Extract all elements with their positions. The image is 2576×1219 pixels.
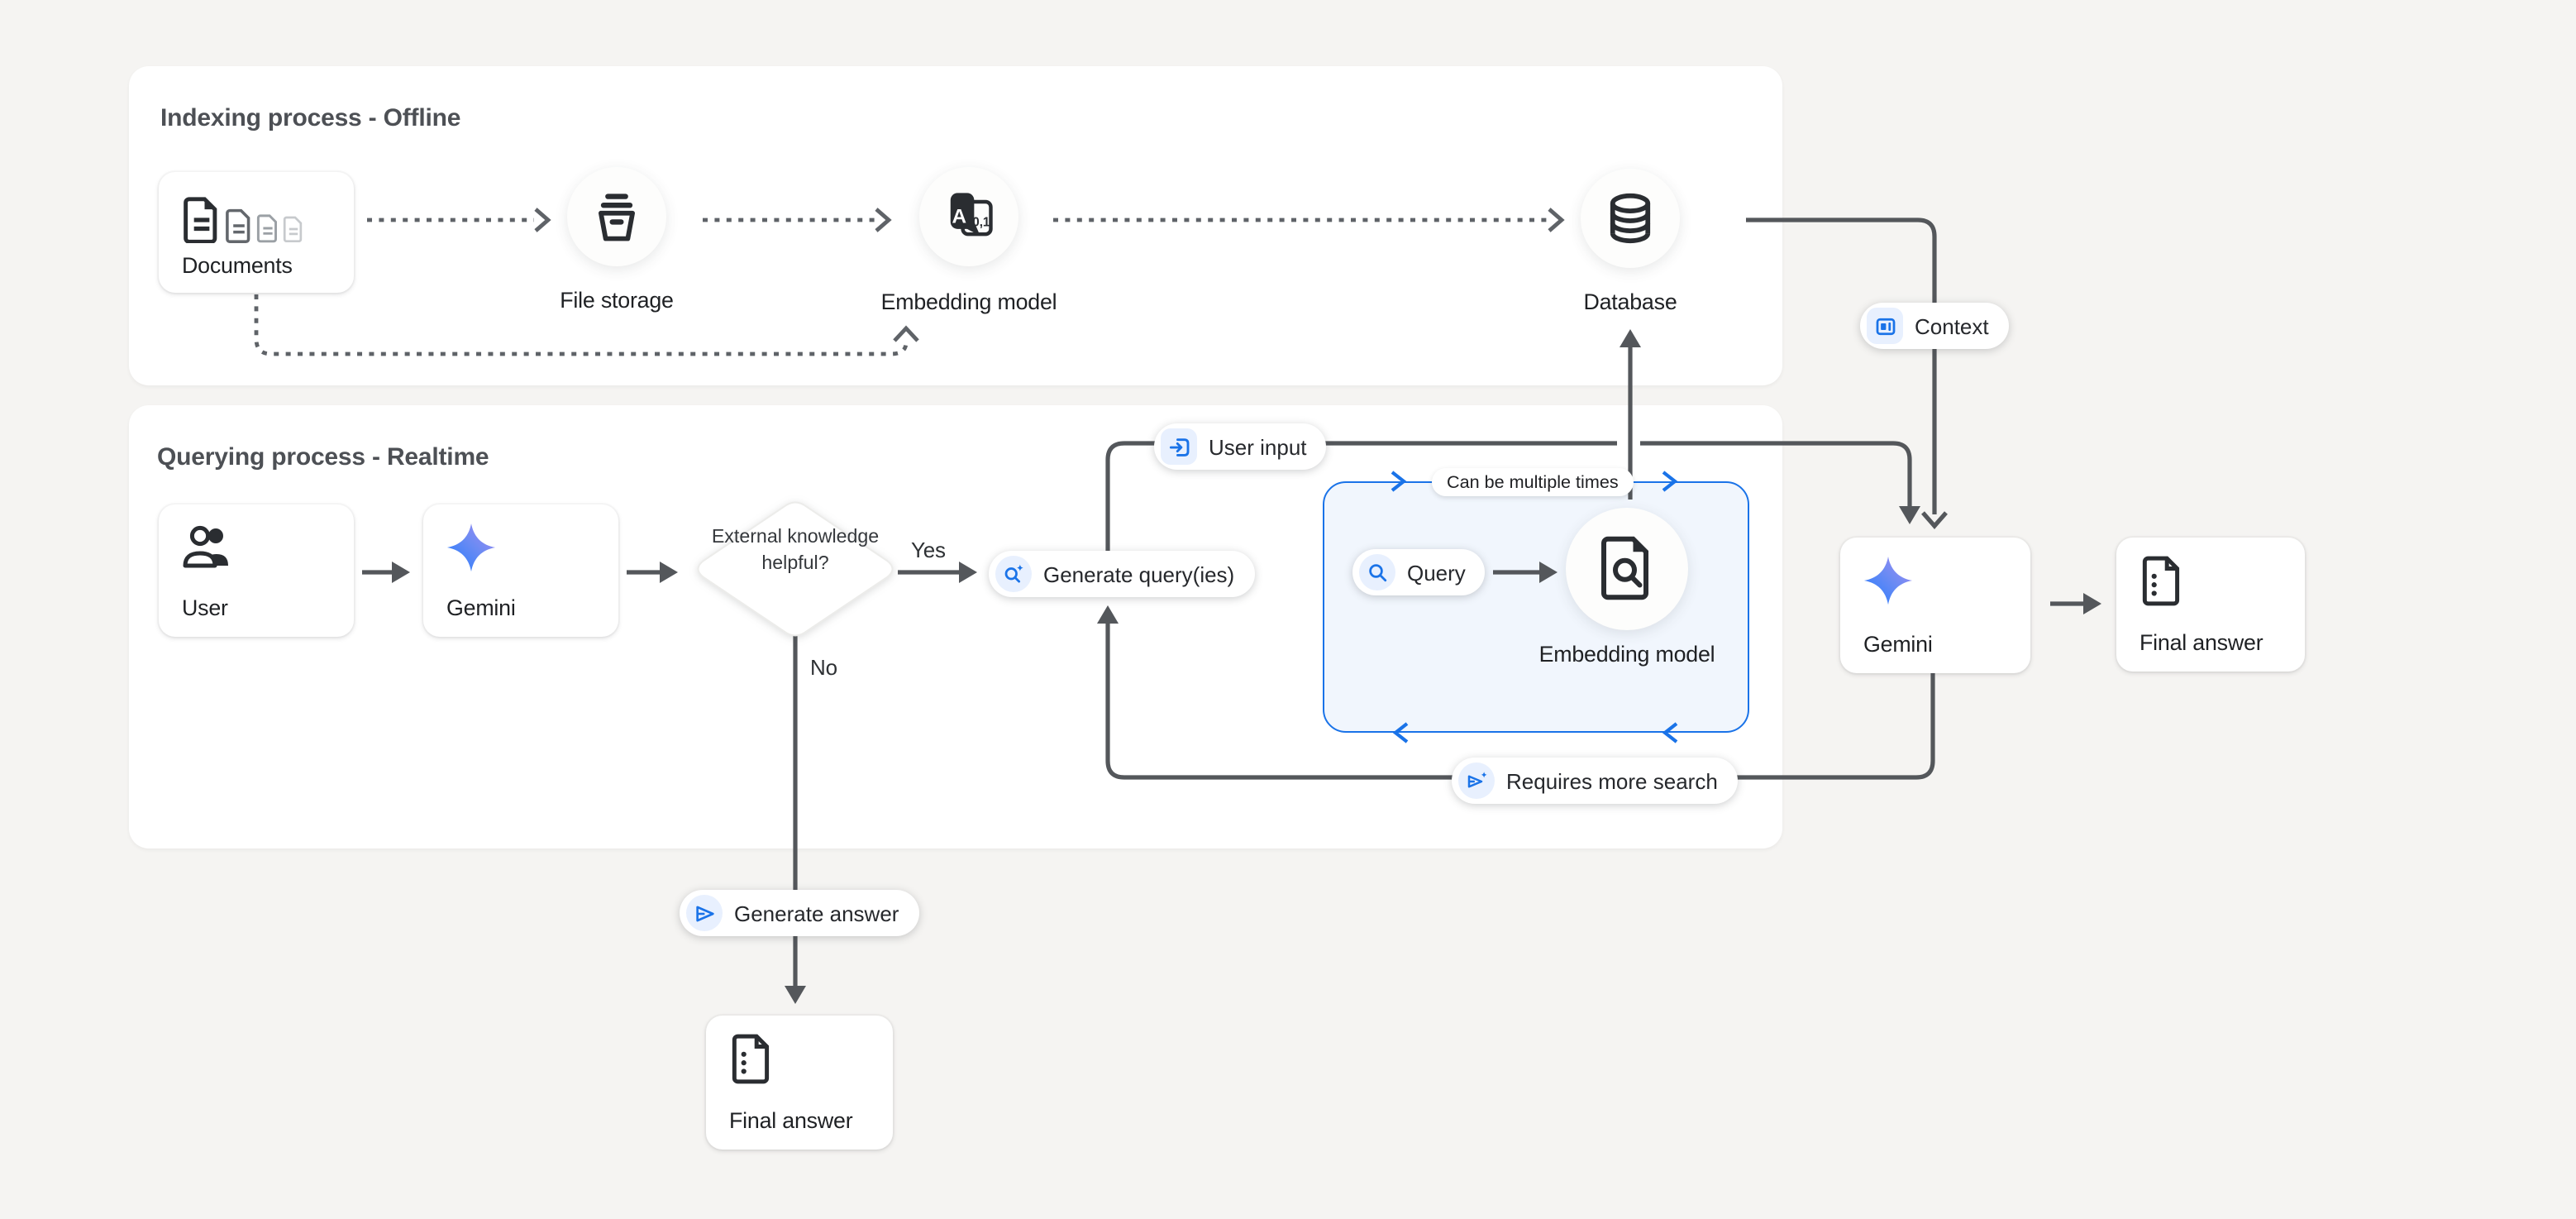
- final-answer-bottom-node: Final answer: [706, 1016, 893, 1150]
- edge-documents-loop-to-embedding: [254, 294, 909, 356]
- arrowhead: [875, 208, 892, 232]
- gemini-answer-label: Gemini: [1863, 632, 1933, 657]
- requires-more-search-badge: Requires more search: [1452, 758, 1738, 804]
- document-icon: [226, 208, 250, 243]
- arrowhead: [1539, 562, 1558, 583]
- embedding-model-icon: 0,1 A: [950, 193, 993, 237]
- user-icon: [183, 525, 228, 568]
- no-label: No: [810, 655, 837, 680]
- database-label: Database: [1583, 289, 1677, 314]
- query-label: Query: [1407, 560, 1466, 585]
- arrowhead: [392, 562, 410, 583]
- query-search-icon: [1359, 554, 1395, 590]
- query-badge: Query: [1352, 549, 1486, 595]
- gemini-star-icon: [446, 523, 496, 572]
- arrowhead: [1921, 511, 1948, 529]
- user-label: User: [182, 595, 228, 620]
- embedding-model-realtime-node: [1566, 508, 1688, 630]
- loop-arrow-left-icon: [1662, 722, 1678, 743]
- arrowhead: [893, 325, 919, 342]
- indexing-panel-title: Indexing process - Offline: [160, 104, 461, 132]
- yes-label: Yes: [911, 538, 946, 562]
- file-storage-label: File storage: [560, 288, 674, 313]
- user-node: User: [159, 504, 354, 637]
- final-answer-bottom-label: Final answer: [729, 1108, 853, 1133]
- arrowhead: [1097, 605, 1119, 624]
- context-icon: [1867, 308, 1903, 344]
- database-icon: [1610, 193, 1651, 244]
- arrowhead: [660, 562, 678, 583]
- generate-queries-icon: [995, 556, 1032, 592]
- arrowhead: [1899, 506, 1920, 524]
- arrowhead: [1548, 208, 1565, 232]
- embedding-model-offline-node: 0,1 A: [919, 167, 1018, 266]
- querying-panel-title: Querying process - Realtime: [157, 443, 489, 471]
- document-icon: [256, 214, 277, 243]
- generate-answer-badge: Generate answer: [680, 890, 919, 936]
- documents-icon: [182, 187, 334, 243]
- edge-user-input-to-gemini: [1105, 441, 1912, 551]
- requires-more-search-label: Requires more search: [1506, 768, 1718, 793]
- gemini-label: Gemini: [446, 595, 516, 620]
- edge-database-to-gemini-context: [1746, 218, 1937, 514]
- requires-more-search-icon: [1458, 762, 1495, 799]
- can-be-multiple-times-label: Can be multiple times: [1432, 468, 1634, 496]
- context-badge: Context: [1860, 303, 2009, 349]
- embedding-model-offline-label: Embedding model: [880, 289, 1057, 314]
- user-input-icon: [1161, 428, 1197, 465]
- gemini-answer-node: Gemini: [1840, 538, 2030, 673]
- final-answer-document-icon: [2142, 556, 2180, 606]
- generate-answer-send-icon: [686, 895, 723, 931]
- user-input-label: User input: [1209, 434, 1307, 459]
- gemini-star-icon: [1863, 556, 1913, 605]
- context-label: Context: [1915, 313, 1989, 338]
- loop-arrow-left-icon: [1392, 722, 1409, 743]
- database-node: [1581, 169, 1680, 268]
- gemini-node: Gemini: [423, 504, 618, 637]
- arrowhead: [785, 986, 806, 1004]
- final-answer-right-node: Final answer: [2116, 538, 2305, 672]
- generate-queries-label: Generate query(ies): [1043, 562, 1235, 586]
- svg-text:0,1: 0,1: [972, 216, 990, 230]
- svg-text:A: A: [952, 205, 967, 227]
- loop-arrow-right-icon: [1391, 471, 1407, 492]
- final-answer-document-icon: [732, 1034, 770, 1084]
- arrowhead: [2083, 593, 2101, 614]
- document-icon: [184, 197, 217, 243]
- documents-label: Documents: [182, 253, 293, 278]
- document-icon: [283, 216, 303, 243]
- arrowhead: [1620, 329, 1641, 347]
- file-storage-node: [567, 167, 666, 266]
- loop-arrow-right-icon: [1662, 471, 1678, 492]
- documents-node: Documents: [159, 172, 354, 293]
- arrowhead: [959, 562, 977, 583]
- file-storage-icon: [599, 194, 635, 241]
- generate-queries-badge: Generate query(ies): [989, 551, 1255, 597]
- file-search-icon: [1601, 536, 1648, 600]
- generate-answer-label: Generate answer: [734, 901, 899, 925]
- arrowhead: [534, 208, 551, 232]
- embedding-model-realtime-label: Embedding model: [1538, 642, 1715, 667]
- multi-query-loop-box: [1323, 481, 1749, 733]
- decision-label: External knowledge helpful?: [711, 526, 880, 574]
- decision-diamond: [697, 501, 894, 637]
- user-input-badge: User input: [1154, 423, 1327, 470]
- final-answer-right-label: Final answer: [2140, 630, 2264, 655]
